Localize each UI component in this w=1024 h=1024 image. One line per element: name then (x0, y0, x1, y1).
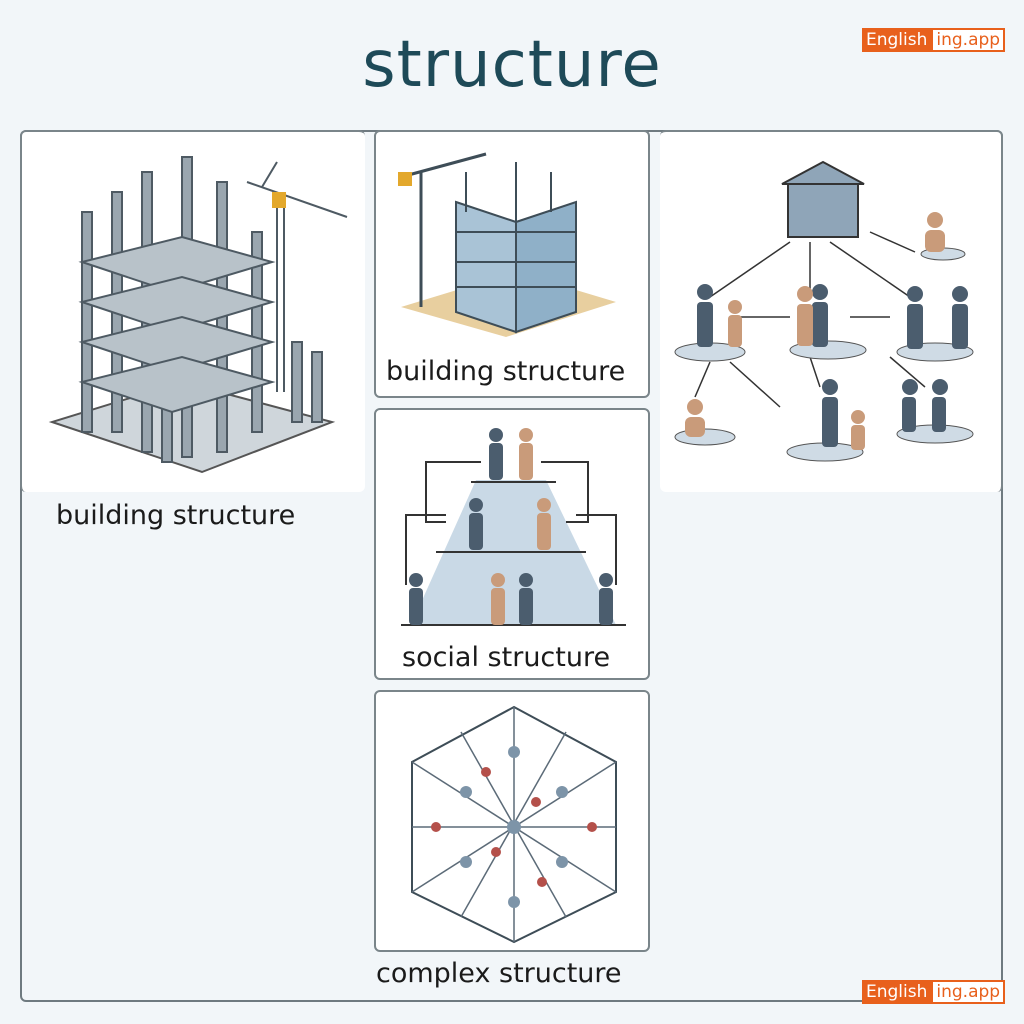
card-label: social structure (402, 642, 611, 673)
logo-part2: ing.app (931, 28, 1006, 52)
social-hierarchy-illustration (401, 428, 626, 626)
card-social: social structure (374, 408, 650, 680)
organization-network-illustration (674, 160, 974, 462)
card-building-small: building structure (374, 130, 650, 398)
card-label: building structure (386, 356, 626, 387)
card-label-building-large: building structure (56, 500, 296, 531)
building-construction-illustration (48, 156, 348, 474)
building-crane-illustration (398, 152, 616, 337)
card-complex (374, 690, 650, 952)
molecular-network-illustration (411, 705, 617, 944)
card-label-complex: complex structure (376, 958, 622, 989)
logo-part2: ing.app (931, 980, 1006, 1004)
card-organization (660, 130, 1003, 492)
logo-part1: English (862, 28, 932, 52)
page-title: structure (362, 28, 662, 102)
logo-part1: English (862, 980, 932, 1004)
card-building-large (20, 130, 365, 492)
